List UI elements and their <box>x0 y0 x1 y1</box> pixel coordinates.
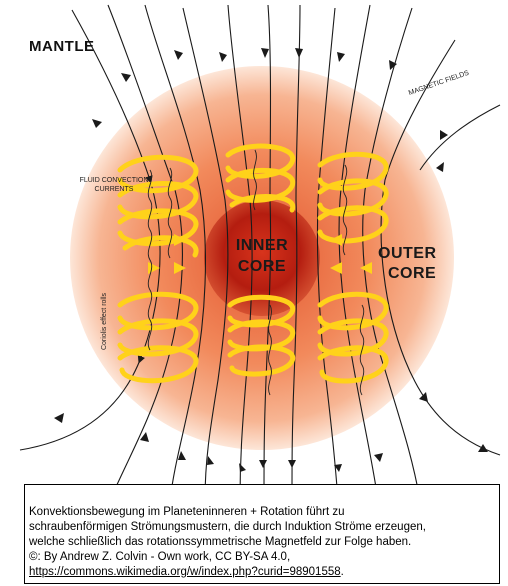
field-line <box>227 4 253 501</box>
flow-arrow <box>174 262 186 274</box>
inner-core <box>204 200 320 316</box>
flow-arrow <box>360 262 372 274</box>
source-link[interactable]: https://commons.wikimedia.org/w/index.ph… <box>29 566 341 578</box>
field-arrow <box>436 162 444 172</box>
field-arrow <box>239 463 246 472</box>
caption-url-line: https://commons.wikimedia.org/w/index.ph… <box>29 565 499 580</box>
helix-left-upper <box>117 154 199 258</box>
flow-arrow <box>330 234 342 246</box>
field-arrows <box>54 48 488 472</box>
flow-arrow <box>330 262 342 274</box>
inner-core-label-line1: INNER <box>235 237 289 254</box>
helix-left-lower <box>117 291 199 384</box>
field-arrow <box>389 60 397 70</box>
field-arrow <box>288 460 296 468</box>
field-line <box>380 39 501 456</box>
caption-line: Konvektionsbewegung im Planeteninneren +… <box>29 506 345 518</box>
field-arrow <box>419 392 428 402</box>
field-line <box>182 7 229 501</box>
inner-core-label-line2: CORE <box>237 258 287 275</box>
helix-center-upper <box>225 143 296 213</box>
caption-line: schraubenförmigen Strömungsmustern, die … <box>29 521 426 533</box>
caption-box: Konvektionsbewegung im Planeteninneren +… <box>24 484 500 584</box>
field-arrow <box>440 130 448 140</box>
field-line <box>362 7 421 501</box>
field-arrow <box>219 52 227 62</box>
flow-arrow <box>174 234 186 246</box>
field-line <box>19 9 161 451</box>
caption-line: welche schließlich das rotationssymmetri… <box>29 536 412 548</box>
field-arrow <box>334 464 342 472</box>
helix-right-lower <box>317 291 389 384</box>
field-arrow <box>259 460 267 468</box>
outer-core-label-line2: CORE <box>388 265 437 282</box>
field-line <box>419 104 501 171</box>
field-line <box>107 4 183 501</box>
field-arrow <box>121 73 131 82</box>
convection-helices <box>117 143 389 384</box>
field-arrow <box>374 453 383 462</box>
internal-flow-lines <box>147 149 365 396</box>
field-arrow <box>178 451 186 460</box>
coriolis-label: Coriolis effect rolls <box>101 292 109 351</box>
fluid-convection-label: FLUID CONVECTION CURRENTS <box>79 177 149 193</box>
field-line <box>144 4 206 501</box>
field-arrow <box>140 432 149 442</box>
caption-line: ©: By Andrew Z. Colvin - Own work, CC BY… <box>29 551 291 563</box>
field-arrow <box>478 444 488 452</box>
field-arrow <box>54 413 64 423</box>
field-arrow <box>174 50 183 60</box>
field-arrow <box>295 48 303 58</box>
caption-url-suffix: . <box>340 566 344 578</box>
field-arrow <box>92 119 102 128</box>
mantle-label: MANTLE <box>29 38 95 55</box>
field-arrow <box>337 52 345 62</box>
outer-core-label-line1: OUTER <box>378 245 437 262</box>
helix-center-lower <box>227 294 296 377</box>
field-line <box>316 7 339 501</box>
magnetic-field-lines <box>19 4 501 501</box>
field-arrow <box>207 456 214 465</box>
field-arrow <box>261 48 269 58</box>
field-line <box>291 4 301 501</box>
field-line <box>263 4 272 501</box>
